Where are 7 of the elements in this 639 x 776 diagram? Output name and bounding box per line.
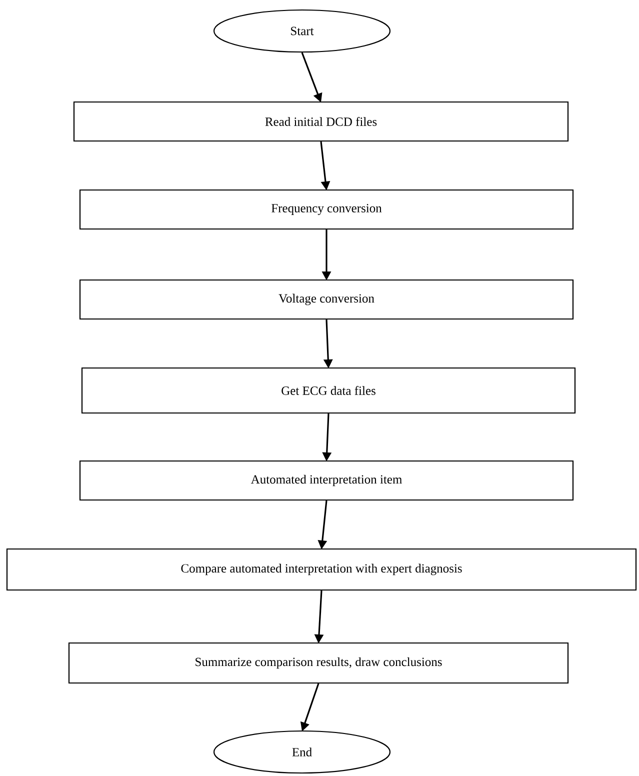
process-box: Voltage conversion	[79, 279, 574, 320]
process-box: Frequency conversion	[79, 189, 574, 230]
process-box: Compare automated interpretation with expert diagnosis	[6, 548, 637, 591]
process-box: Automated interpretation item	[79, 460, 574, 501]
process-box: Summarize comparison results, draw conclusions	[68, 642, 569, 684]
process-box: Read initial DCD files	[73, 101, 569, 142]
process-box: Get ECG data files	[81, 367, 576, 414]
